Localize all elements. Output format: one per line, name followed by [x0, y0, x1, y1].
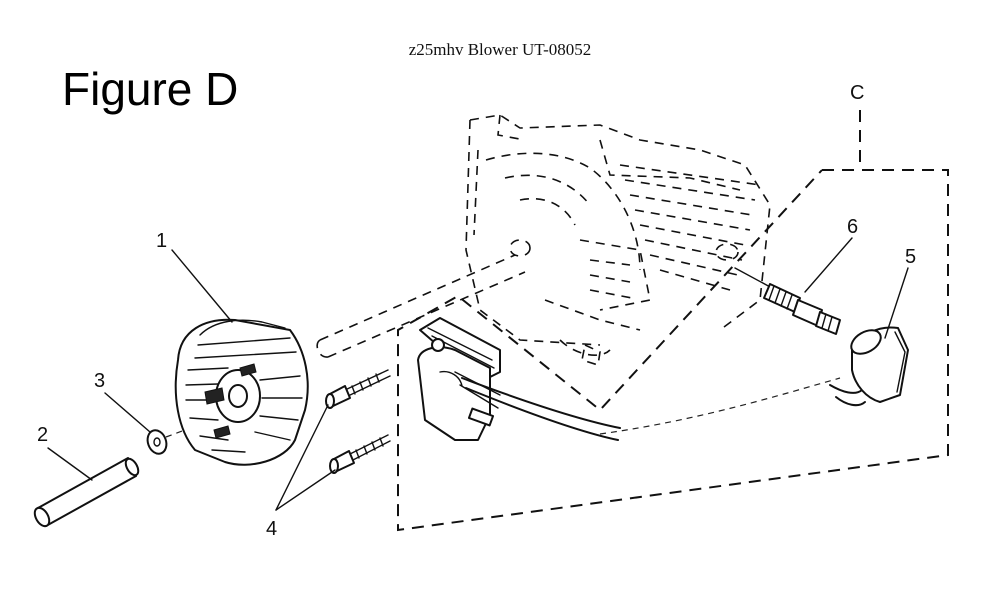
mounting-screw-lower [329, 434, 391, 474]
figure-label: Figure D [62, 63, 239, 115]
flywheel [174, 318, 309, 466]
kit-c-bracket [397, 110, 949, 532]
callout-2: 2 [37, 424, 49, 446]
callout-3: 3 [94, 370, 106, 392]
callout-4: 4 [266, 518, 278, 540]
mounting-screw-upper [325, 369, 391, 409]
spark-plug-boot [850, 326, 909, 403]
spacer-tube [33, 457, 140, 528]
leader-lines [47, 237, 909, 511]
crankshaft-outline [316, 254, 526, 358]
callout-6: 6 [847, 216, 859, 238]
callout-c: C [850, 82, 865, 104]
callout-1: 1 [156, 230, 168, 252]
spark-plug [734, 267, 841, 335]
callout-5: 5 [905, 246, 917, 268]
washer [146, 429, 186, 455]
ignition-module [417, 317, 501, 441]
page-title: z25mhv Blower UT-08052 [408, 40, 592, 59]
ignition-lead-wire [461, 377, 866, 441]
engine-block-outline [465, 114, 771, 367]
